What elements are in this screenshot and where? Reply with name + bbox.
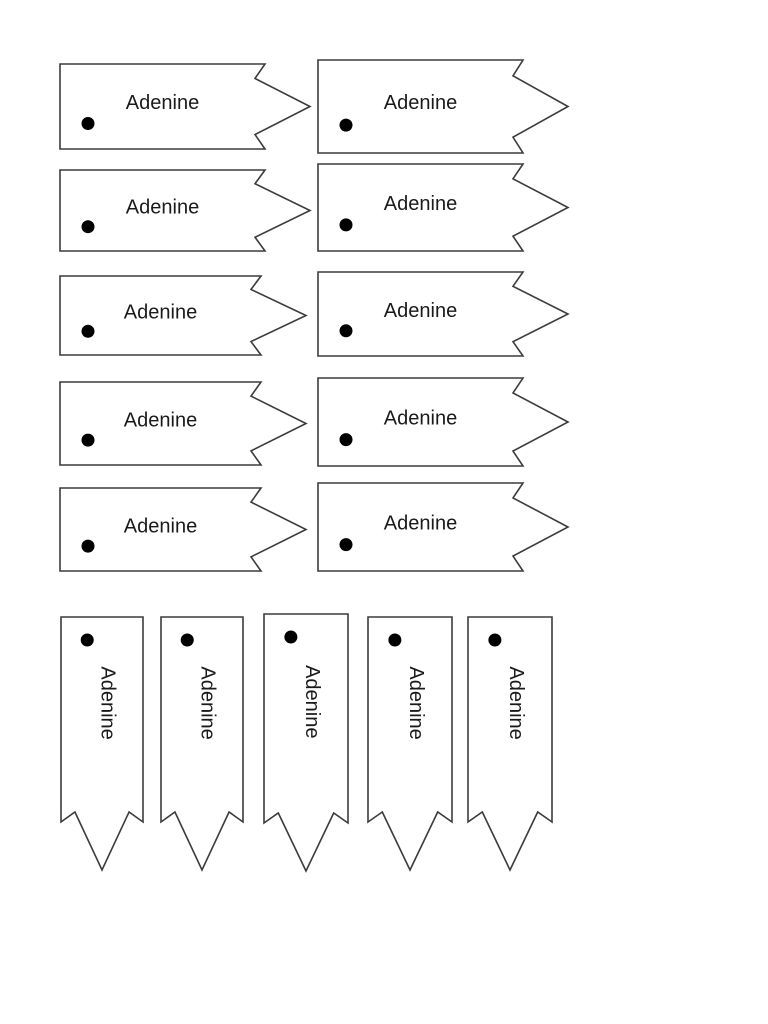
filled-circle-icon <box>81 117 95 130</box>
tag-outline-shape <box>59 381 308 466</box>
tag-outline-shape <box>317 482 570 572</box>
tag-outline-shape <box>59 63 312 150</box>
tag-label: Adenine <box>124 301 197 323</box>
horizontal-adenine-tag[interactable]: Adenine <box>58 274 308 357</box>
tag-label: Adenine <box>384 408 457 430</box>
tag-label: Adenine <box>126 92 199 114</box>
tag-outline-shape <box>59 275 308 356</box>
filled-circle-icon <box>81 324 95 338</box>
tag-label: Adenine <box>384 300 457 322</box>
horizontal-adenine-tag[interactable]: Adenine <box>316 162 570 253</box>
horizontal-adenine-tag[interactable]: Adenine <box>316 270 570 358</box>
tag-label: Adenine <box>384 513 457 535</box>
horizontal-adenine-tag[interactable]: Adenine <box>58 168 312 253</box>
filled-circle-icon <box>339 118 353 132</box>
tag-outline-shape <box>467 616 553 872</box>
tag-outline-shape <box>317 377 570 467</box>
tag-label: Adenine <box>405 666 427 739</box>
tag-label: Adenine <box>126 196 199 218</box>
tag-outline-shape <box>317 271 570 357</box>
tag-outline-shape <box>263 613 349 873</box>
vertical-adenine-tag[interactable]: Adenine <box>159 615 245 872</box>
tag-outline-shape <box>60 616 144 872</box>
filled-circle-icon <box>339 324 353 338</box>
filled-circle-icon <box>488 633 502 647</box>
vertical-adenine-tag[interactable]: Adenine <box>466 615 554 872</box>
filled-circle-icon <box>339 433 353 447</box>
tag-outline-shape <box>160 616 244 872</box>
tag-outline-shape <box>317 163 570 252</box>
vertical-adenine-tag[interactable]: Adenine <box>59 615 145 872</box>
tag-label: Adenine <box>301 665 323 738</box>
tag-label: Adenine <box>97 666 119 739</box>
filled-circle-icon <box>81 220 95 234</box>
horizontal-adenine-tag[interactable]: Adenine <box>316 376 570 468</box>
filled-circle-icon <box>339 218 353 232</box>
tag-outline-shape <box>317 59 570 154</box>
filled-circle-icon <box>388 633 402 647</box>
vertical-adenine-tag[interactable]: Adenine <box>366 615 454 872</box>
horizontal-adenine-tag[interactable]: Adenine <box>58 380 308 467</box>
tag-label: Adenine <box>384 92 457 114</box>
horizontal-adenine-tag[interactable]: Adenine <box>58 486 308 573</box>
tag-outline-shape <box>367 616 453 872</box>
horizontal-adenine-tag[interactable]: Adenine <box>316 481 570 573</box>
tag-outline-shape <box>59 169 312 252</box>
filled-circle-icon <box>81 539 95 553</box>
tag-label: Adenine <box>384 193 457 215</box>
tag-outline-shape <box>59 487 308 572</box>
filled-circle-icon <box>284 630 298 644</box>
tag-label: Adenine <box>124 515 197 537</box>
filled-circle-icon <box>339 538 353 552</box>
vertical-adenine-tag[interactable]: Adenine <box>262 612 350 873</box>
tag-label: Adenine <box>197 666 219 739</box>
filled-circle-icon <box>81 433 95 447</box>
tag-label: Adenine <box>124 409 197 431</box>
horizontal-adenine-tag[interactable]: Adenine <box>316 58 570 155</box>
tag-label: Adenine <box>505 666 527 739</box>
horizontal-adenine-tag[interactable]: Adenine <box>58 62 312 151</box>
filled-circle-icon <box>180 633 194 647</box>
filled-circle-icon <box>80 633 94 647</box>
